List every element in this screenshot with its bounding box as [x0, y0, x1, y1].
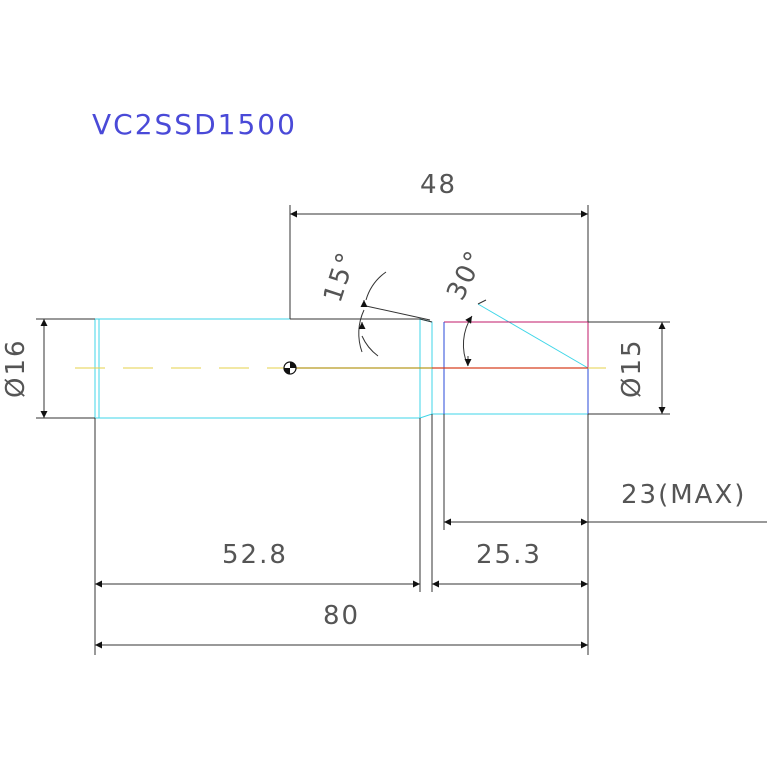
- dim-25-3-label: 25.3: [476, 540, 542, 570]
- dimension-d15: Ø15: [588, 321, 670, 415]
- dimension-80: 80: [95, 601, 588, 649]
- dimension-48: 48: [289, 170, 589, 322]
- origin-marker-icon: [283, 361, 297, 375]
- angle-30-label: 30°: [441, 245, 491, 305]
- dimension-23-max: 23(MAX): [443, 414, 767, 530]
- dim-48-label: 48: [420, 170, 457, 200]
- part-number-label: VC2SSD1500: [92, 108, 297, 141]
- dimension-25-3: 25.3: [431, 414, 589, 655]
- angle-15: 15°: [318, 247, 431, 357]
- dim-d15-label: Ø15: [617, 338, 647, 398]
- dim-d16-label: Ø16: [1, 338, 31, 398]
- dim-80-label: 80: [323, 601, 360, 631]
- dim-52-8-label: 52.8: [222, 540, 288, 570]
- angle-30: 30°: [441, 245, 491, 367]
- dimension-d16: Ø16: [1, 318, 95, 419]
- part-body: [94, 303, 589, 419]
- dim-23max-label: 23(MAX): [621, 480, 746, 510]
- dimension-52-8: 52.8: [94, 418, 421, 655]
- angle-15-label: 15°: [318, 247, 363, 306]
